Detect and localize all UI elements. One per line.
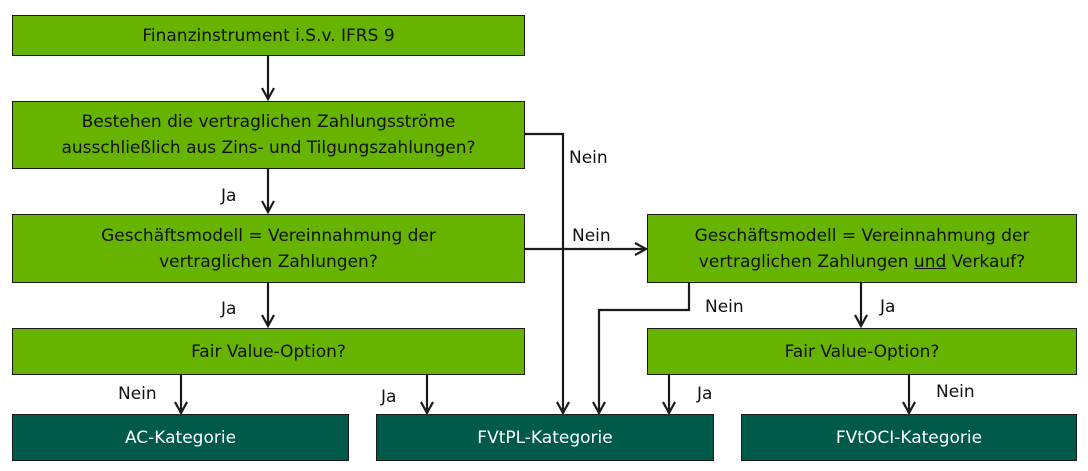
fair-value-option-right-node: Fair Value-Option? [647,328,1077,375]
line2-underlined: und [913,251,947,272]
start-node-label: Finanzinstrument i.S.v. IFRS 9 [142,25,395,46]
arrow-cashflows-no [525,132,563,413]
business-model-hold-sell-node: Geschäftsmodell = Vereinnahmung der vert… [647,214,1077,283]
edge-label-model-hold-yes: Ja [221,299,237,319]
edge-label-fvo-left-yes: Ja [381,387,397,407]
edge-label-model-hold-no: Nein [572,226,611,246]
edge-label-hold-sell-no: Nein [705,297,744,317]
ac-category-node: AC-Kategorie [12,414,349,461]
business-model-hold-sell-line1: Geschäftsmodell = Vereinnahmung der [694,225,1030,246]
fvtoci-category-label: FVtOCI-Kategorie [835,427,983,448]
edge-label-cashflows-yes: Ja [221,186,237,206]
fair-value-option-left-label: Fair Value-Option? [191,341,346,362]
arrow-hold-sell-no [599,283,691,413]
fvtpl-category-label: FVtPL-Kategorie [477,427,613,448]
line2-post: Verkauf? [946,251,1026,272]
line2-pre: vertraglichen Zahlungen [698,251,914,272]
start-node: Finanzinstrument i.S.v. IFRS 9 [12,15,525,56]
edge-label-fvo-right-yes: Ja [697,384,713,404]
edge-label-fvo-left-no: Nein [118,384,157,404]
cashflow-question-label: Bestehen die vertraglichen Zahlungsström… [61,112,476,158]
fair-value-option-right-label: Fair Value-Option? [784,341,940,362]
business-model-hold-node: Geschäftsmodell = Vereinnahmung der vert… [12,214,525,283]
edge-label-hold-sell-yes: Ja [880,297,896,317]
fvtoci-category-node: FVtOCI-Kategorie [741,414,1077,461]
edge-label-cashflows-no: Nein [569,148,608,168]
business-model-hold-label: Geschäftsmodell = Vereinnahmung der vert… [101,225,436,272]
business-model-hold-sell-line2: vertraglichen Zahlungen und Verkauf? [699,249,1025,275]
edge-label-fvo-right-no: Nein [936,382,975,402]
cashflow-question-node: Bestehen die vertraglichen Zahlungsström… [12,101,525,169]
fvtpl-category-node: FVtPL-Kategorie [376,414,714,461]
fair-value-option-left-node: Fair Value-Option? [12,328,525,375]
ac-category-label: AC-Kategorie [124,427,237,448]
